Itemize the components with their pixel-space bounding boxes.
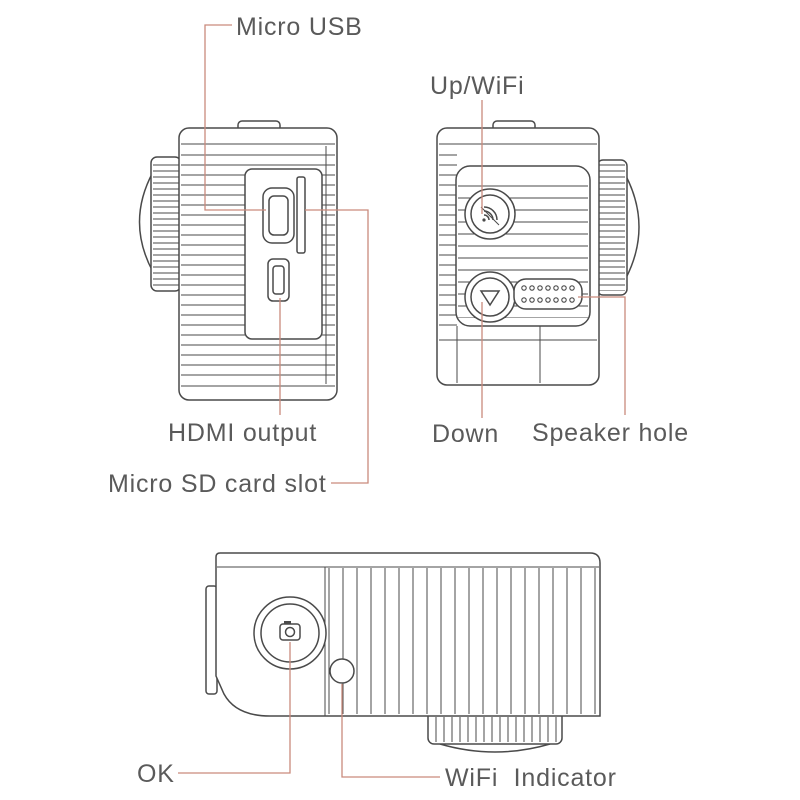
camera-port-side-view <box>138 120 338 401</box>
leader-micro-sd-card-slot <box>305 209 369 484</box>
label-micro-usb: Micro USB <box>236 13 363 41</box>
label-hdmi-output: HDMI output <box>168 419 317 447</box>
lens-dome <box>625 175 640 279</box>
label-down: Down <box>432 420 499 448</box>
lens-dome <box>138 171 154 273</box>
callout-labels: Micro USB Up/WiFi HDMI output Down Speak… <box>108 13 689 792</box>
camera-icon <box>279 621 301 641</box>
lens-dome <box>439 743 551 753</box>
leader-speaker-hole <box>578 296 626 415</box>
wifi-icon <box>480 206 500 226</box>
up-wifi-button <box>464 188 516 240</box>
down-triangle-icon <box>479 290 501 307</box>
leader-lines <box>178 24 626 778</box>
leader-micro-usb <box>204 24 266 211</box>
speaker-hole <box>513 278 583 310</box>
wifi-indicator <box>329 658 355 684</box>
camera-bottom-view <box>205 552 601 753</box>
label-wifi-indicator: WiFi Indicator <box>445 764 617 792</box>
label-ok: OK <box>137 760 175 788</box>
lens-ring-knurling <box>430 717 560 742</box>
bottom-section-lines <box>439 326 597 383</box>
label-micro-sd-card-slot: Micro SD card slot <box>108 470 327 498</box>
leader-wifi-indicator <box>341 684 440 778</box>
micro-usb-port <box>267 258 290 302</box>
label-speaker-hole: Speaker hole <box>532 419 689 447</box>
micro-sd-card-slot <box>296 176 306 254</box>
body-ridges <box>439 146 457 326</box>
label-up-wifi: Up/WiFi <box>430 72 524 100</box>
leader-ok <box>178 642 291 774</box>
camera-button-side-view <box>436 120 640 386</box>
body-ridges <box>326 568 598 714</box>
down-button <box>464 271 516 323</box>
lens-ring-knurling <box>153 161 179 287</box>
hdmi-port <box>262 187 295 244</box>
lens-ring-knurling <box>599 164 625 291</box>
